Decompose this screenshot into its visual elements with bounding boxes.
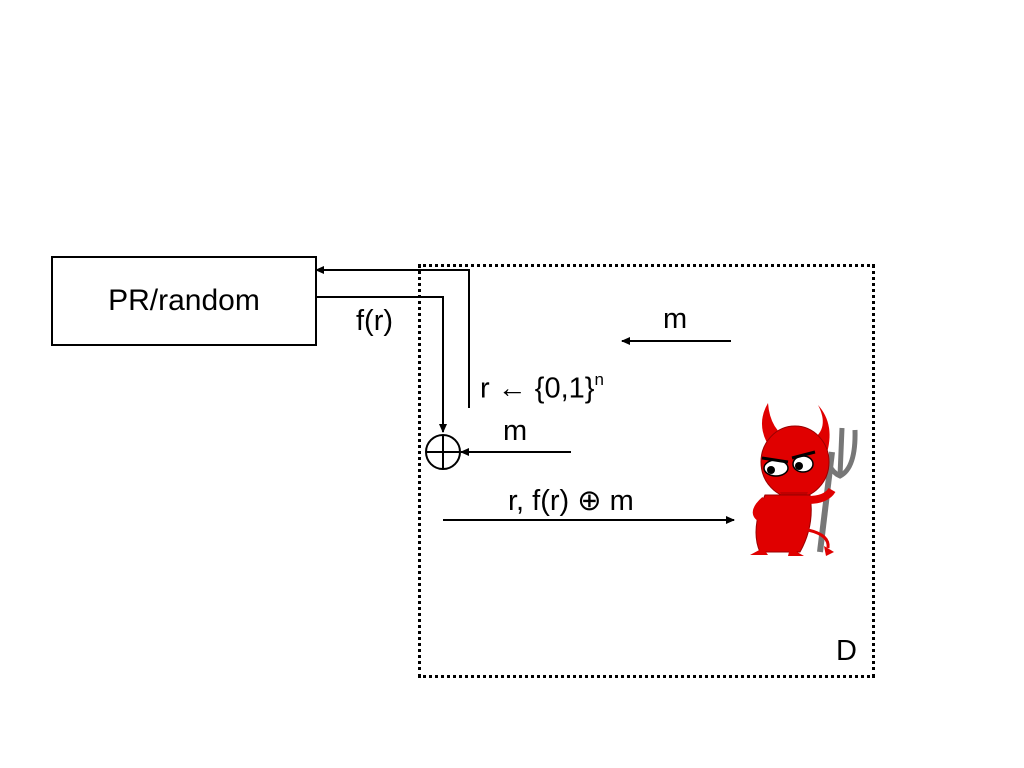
xor-circle-plus-icon: [425, 434, 461, 470]
distinguisher-dotted-box: [418, 264, 875, 678]
distinguisher-label: D: [836, 635, 857, 667]
r-assign-label: r ← {0,1}n: [480, 370, 604, 405]
m-top-label: m: [663, 303, 688, 335]
query-r-arrow: [315, 266, 470, 408]
r-assign-text: r ← {0,1}: [480, 372, 595, 405]
pr-random-label: PR/random: [108, 284, 260, 317]
devil-mascot-icon: [750, 403, 858, 556]
fr-label: f(r): [356, 305, 394, 337]
m-mid-label: m: [503, 415, 528, 447]
ciphertext-label: r, f(r) ⊕ m: [508, 485, 634, 517]
pr-random-box: PR/random: [51, 256, 317, 346]
fr-arrow: [316, 296, 447, 433]
r-assign-exponent: n: [594, 370, 604, 389]
